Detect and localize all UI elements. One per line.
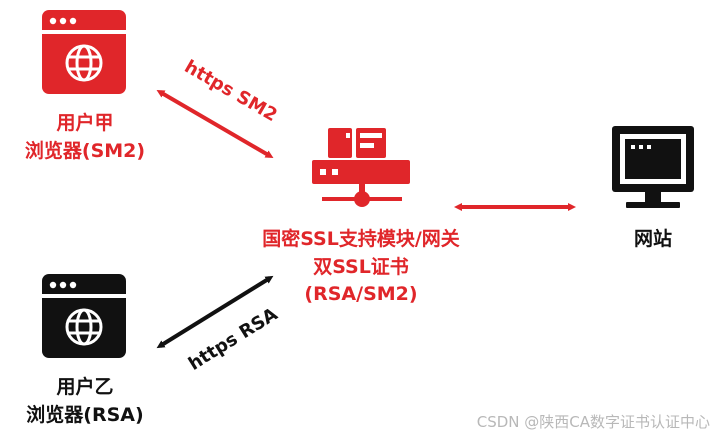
- website-name: 网站: [633, 228, 672, 250]
- link-label-rsa: https RSA: [185, 304, 282, 375]
- user-a-browser: 浏览器(SM2): [24, 139, 146, 162]
- browser-globe-icon: [42, 10, 126, 94]
- browser-globe-icon: [42, 274, 126, 358]
- website-label: 网站: [612, 226, 694, 254]
- user-b-browser: 浏览器(RSA): [26, 403, 144, 426]
- user-b-label: 用户乙 浏览器(RSA): [0, 374, 170, 429]
- arrow-sm2: [156, 89, 274, 159]
- server-icon: [312, 128, 410, 207]
- gateway-algos: (RSA/SM2): [304, 283, 418, 306]
- gateway-title: 国密SSL支持模块/网关: [262, 228, 460, 250]
- watermark: CSDN @陕西CA数字证书认证中心: [476, 413, 710, 431]
- user-b-name: 用户乙: [56, 376, 114, 398]
- link-label-sm2: https SM2: [181, 56, 281, 126]
- gateway-label: 国密SSL支持模块/网关 双SSL证书 (RSA/SM2): [236, 226, 486, 309]
- gateway-cert: 双SSL证书: [313, 255, 409, 278]
- user-a-name: 用户甲: [56, 112, 114, 134]
- arrow-rsa: [156, 275, 274, 349]
- user-a-label: 用户甲 浏览器(SM2): [0, 110, 170, 165]
- monitor-icon: [612, 126, 694, 208]
